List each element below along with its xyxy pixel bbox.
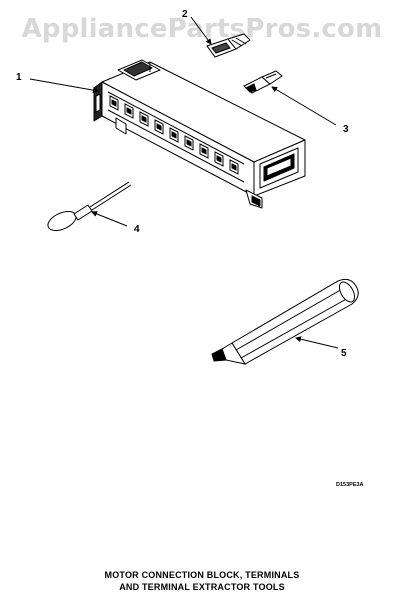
terminal-part-3: [243, 70, 283, 94]
terminal-slots: [109, 95, 239, 175]
callout-1: 1: [16, 72, 22, 83]
extractor-tool-small: [47, 181, 132, 232]
caption-line-2: AND TERMINAL EXTRACTOR TOOLS: [119, 582, 285, 592]
caption-line-1: MOTOR CONNECTION BLOCK, TERMINALS: [104, 570, 300, 580]
callout-5: 5: [341, 348, 347, 359]
leader-lines: [29, 16, 339, 349]
callout-2: 2: [182, 9, 188, 20]
terminal-part-2: [206, 33, 251, 58]
diagram-code: D153PE3A: [336, 482, 364, 488]
extractor-tool-large: [211, 278, 359, 365]
watermark: AppliancePartsPros.com: [21, 14, 383, 44]
callout-4: 4: [134, 224, 140, 235]
diagram-caption: MOTOR CONNECTION BLOCK, TERMINALS AND TE…: [0, 569, 404, 593]
callout-3: 3: [343, 124, 349, 135]
